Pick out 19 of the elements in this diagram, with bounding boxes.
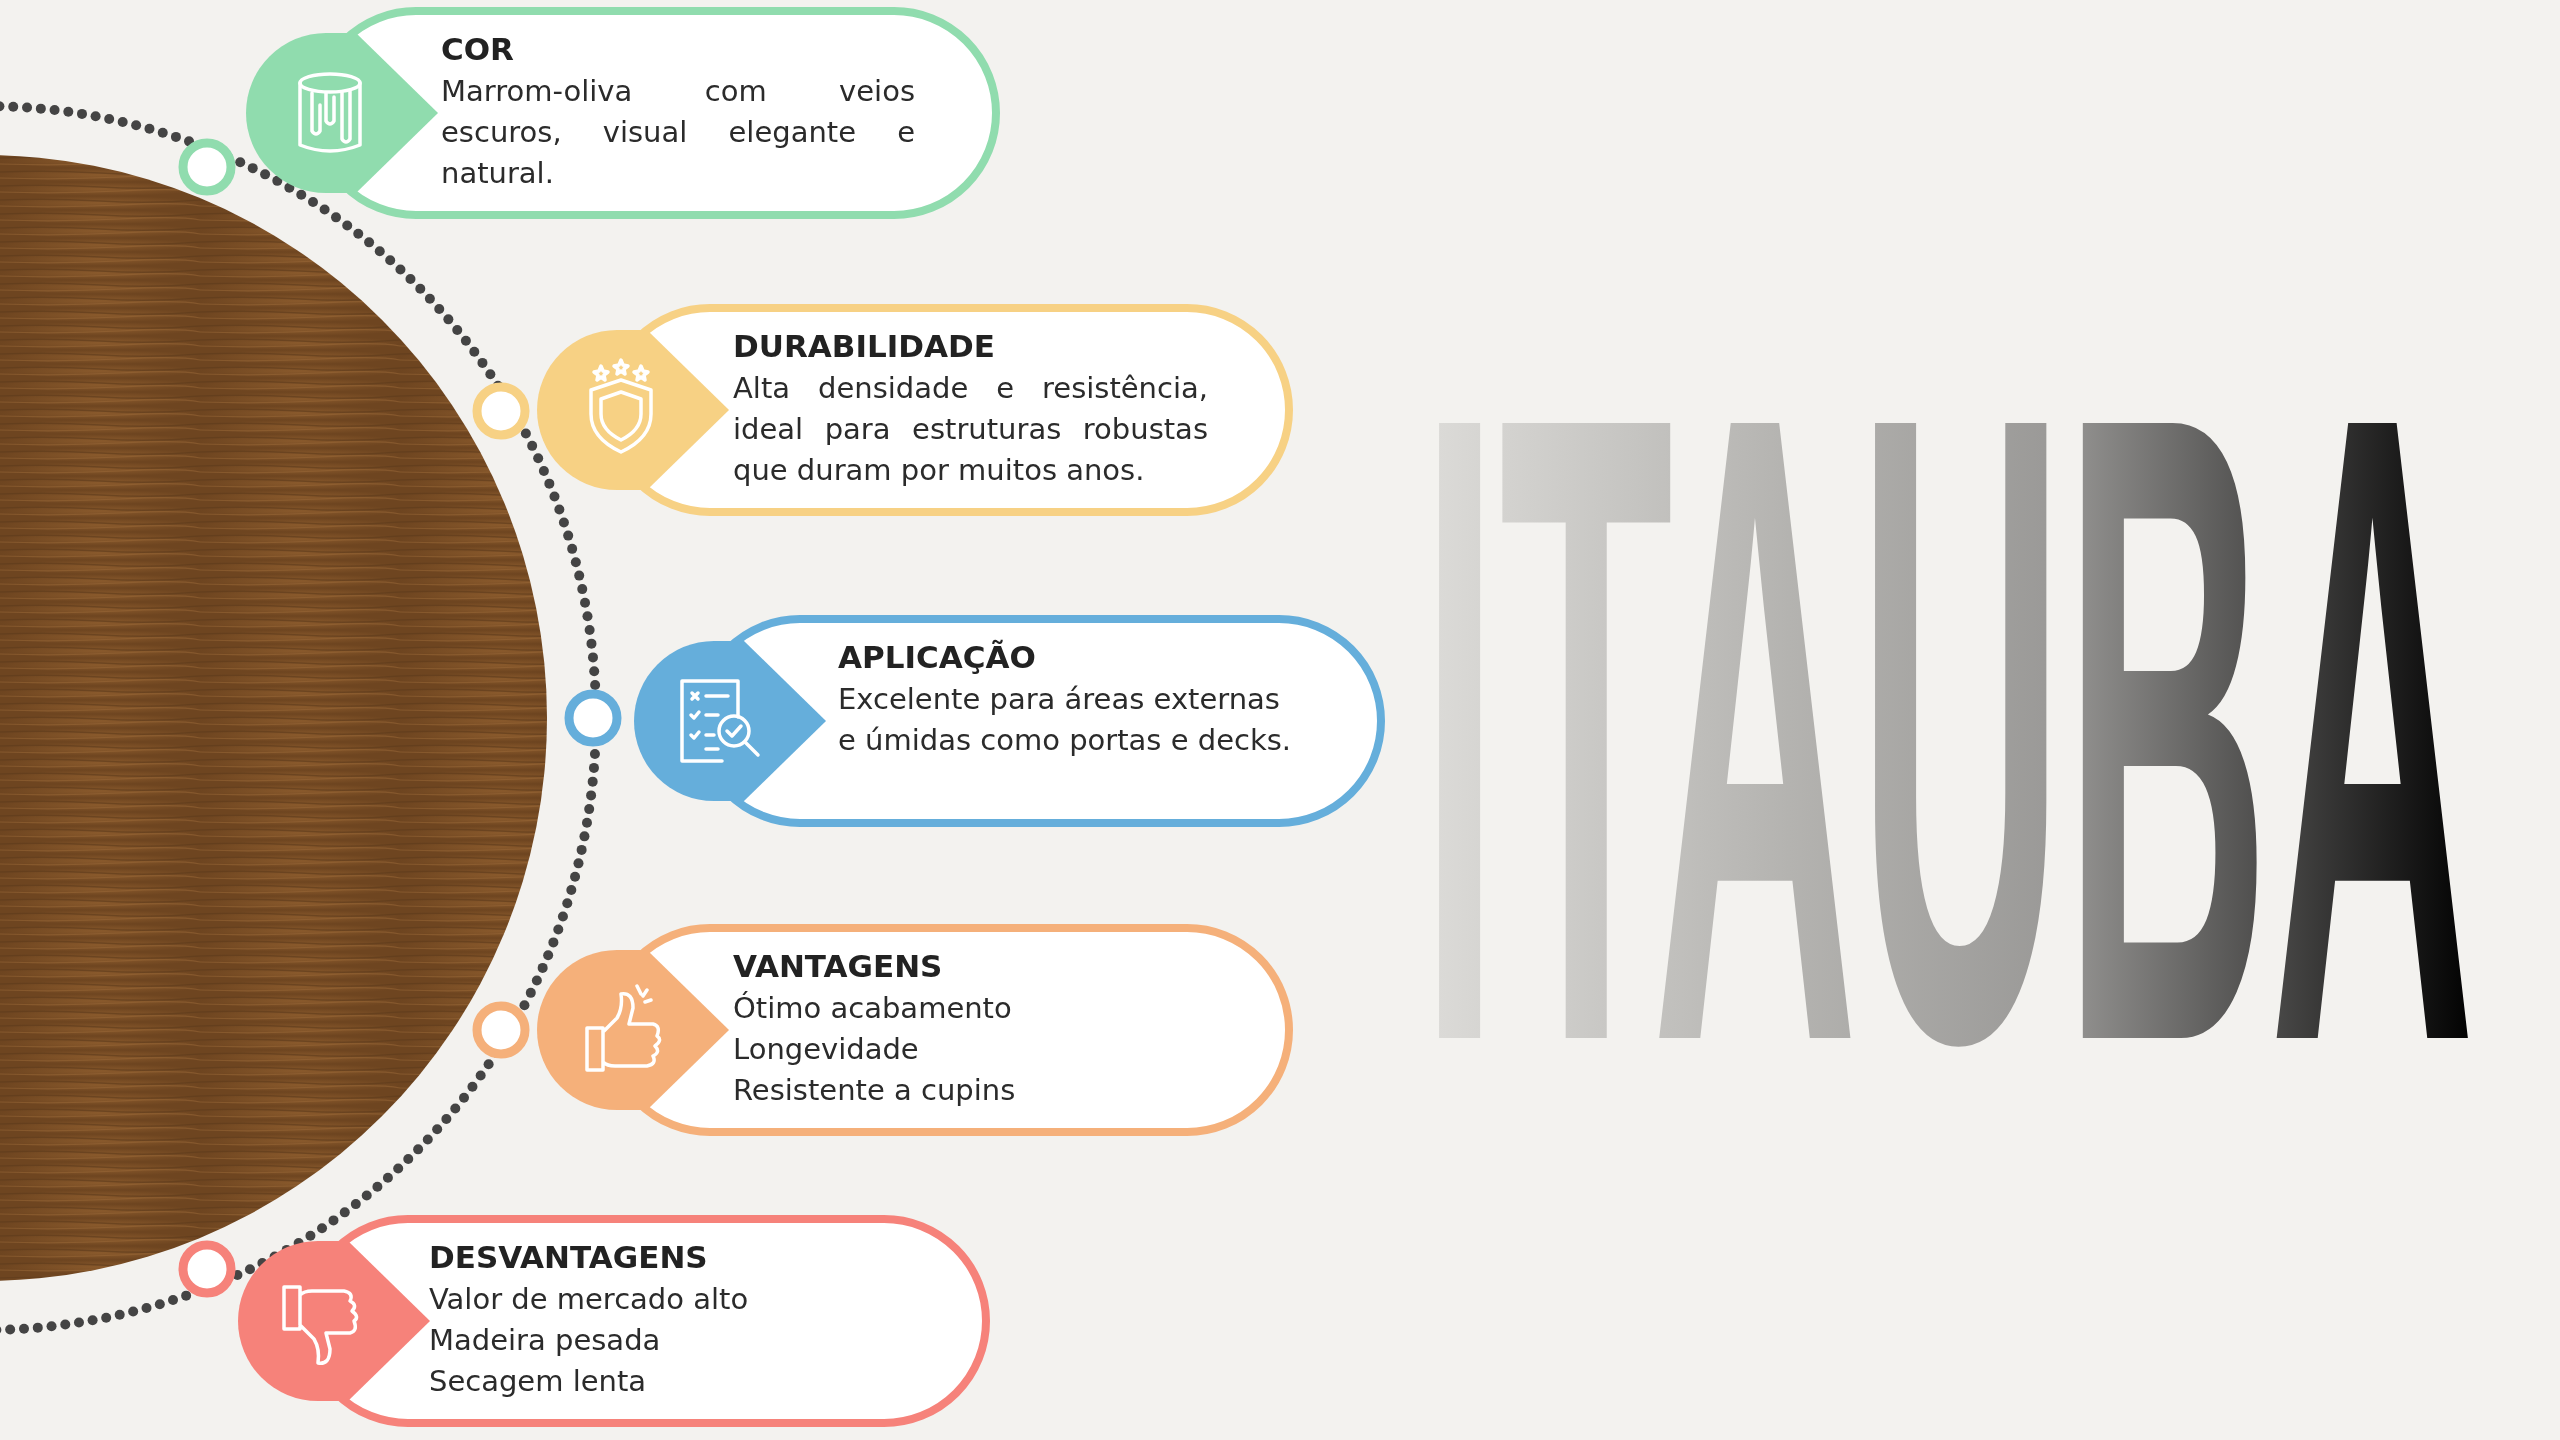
list-item: Ótimo acabamento <box>733 990 1013 1027</box>
info-card <box>537 304 1293 516</box>
card-description: Alta densidade e resistência, ideal para estruturas robustas que duram por muitos anos. <box>733 370 1208 489</box>
info-card <box>537 924 1293 1136</box>
list-item: Secagem lenta <box>429 1363 648 1400</box>
card-description: Excelente para áreas externas e úmidas como portas e decks. <box>838 681 1293 759</box>
list-item: Longevidade <box>733 1031 920 1068</box>
info-card <box>634 615 1385 827</box>
card-heading: VANTAGENS <box>733 948 943 984</box>
info-card <box>238 1215 990 1427</box>
card-description: Marrom-oliva com veios escuros, visual elegante e natural. <box>441 73 915 192</box>
card-heading: DESVANTAGENS <box>429 1239 708 1275</box>
card-heading: APLICAÇÃO <box>838 639 1036 675</box>
list-item: Madeira pesada <box>429 1322 662 1359</box>
list-item: Resistente a cupins <box>733 1072 1016 1109</box>
card-heading: COR <box>441 31 514 67</box>
info-card <box>246 7 1000 219</box>
list-item: Valor de mercado alto <box>429 1281 749 1318</box>
card-heading: DURABILIDADE <box>733 328 995 364</box>
